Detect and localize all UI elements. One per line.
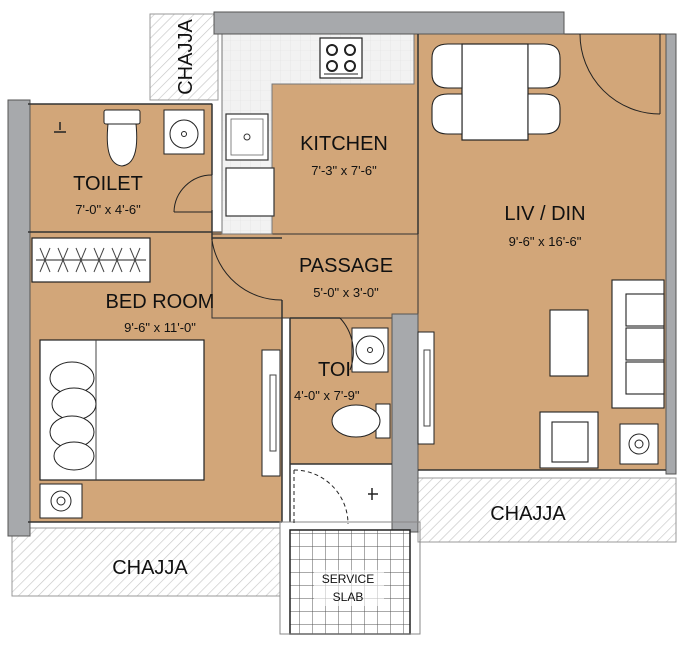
door-swing-toilet2	[339, 317, 354, 371]
chajja-bottom-area	[11, 527, 281, 597]
dining-chairs	[431, 43, 561, 135]
chajja-top-area	[149, 13, 219, 101]
door-swing-service	[293, 469, 349, 525]
door-swing-entrance	[579, 33, 661, 115]
wardrobe-icon	[31, 237, 151, 283]
passage-size: 5'-0" x 3'-0"	[313, 285, 379, 300]
armchair-icon	[539, 411, 599, 469]
coffee-table-icon	[549, 309, 589, 377]
toilet2-basin-icon	[351, 327, 389, 373]
toilet2-wc-icon	[331, 403, 391, 439]
bedroom-size: 9'-6" x 11'-0"	[124, 320, 196, 335]
kitchen-name: KITCHEN	[300, 133, 388, 155]
dining-table-icon	[461, 43, 529, 141]
door-swing-toilet1	[173, 174, 213, 213]
living-side-table-icon	[619, 423, 659, 465]
kitchen-sink-icon	[225, 113, 269, 161]
toilet1-name: TOILET	[73, 173, 143, 195]
chajja-bottom-label: CHAJJA	[112, 557, 188, 579]
chajja-right-label: CHAJJA	[490, 503, 566, 525]
bed-icon	[39, 339, 205, 481]
service-slab-label: SERVICE SLAB	[314, 570, 384, 606]
kitchen-appliance-icon	[225, 167, 275, 217]
wc-icon	[103, 109, 141, 167]
shower-icon	[54, 122, 66, 133]
tap-icon	[368, 488, 378, 500]
chajja-top-label: CHAJJA	[175, 19, 197, 95]
service-slab-line1: SERVICE	[322, 572, 374, 586]
toilet2-size: 4'-0" x 7'-9"	[294, 388, 360, 403]
washbasin-icon	[163, 109, 205, 155]
liv-din-size: 9'-6" x 16'-6"	[509, 234, 582, 249]
toilet1-size: 7'-0" x 4'-6"	[75, 202, 141, 217]
door-swing-bedroom	[211, 239, 283, 301]
wall-lines	[28, 34, 666, 523]
bedroom-side-table-icon	[39, 483, 83, 519]
service-slab-line2: SLAB	[333, 590, 364, 604]
chajja-right-area	[417, 477, 677, 543]
sofa-icon	[611, 279, 665, 409]
stove-icon	[319, 37, 363, 79]
passage-name: PASSAGE	[299, 255, 393, 277]
liv-din-name: LIV / DIN	[504, 203, 585, 225]
bedroom-name: BED ROOM	[106, 291, 215, 313]
kitchen-size: 7'-3" x 7'-6"	[311, 163, 377, 178]
toilet2-name: TOI	[318, 359, 351, 381]
